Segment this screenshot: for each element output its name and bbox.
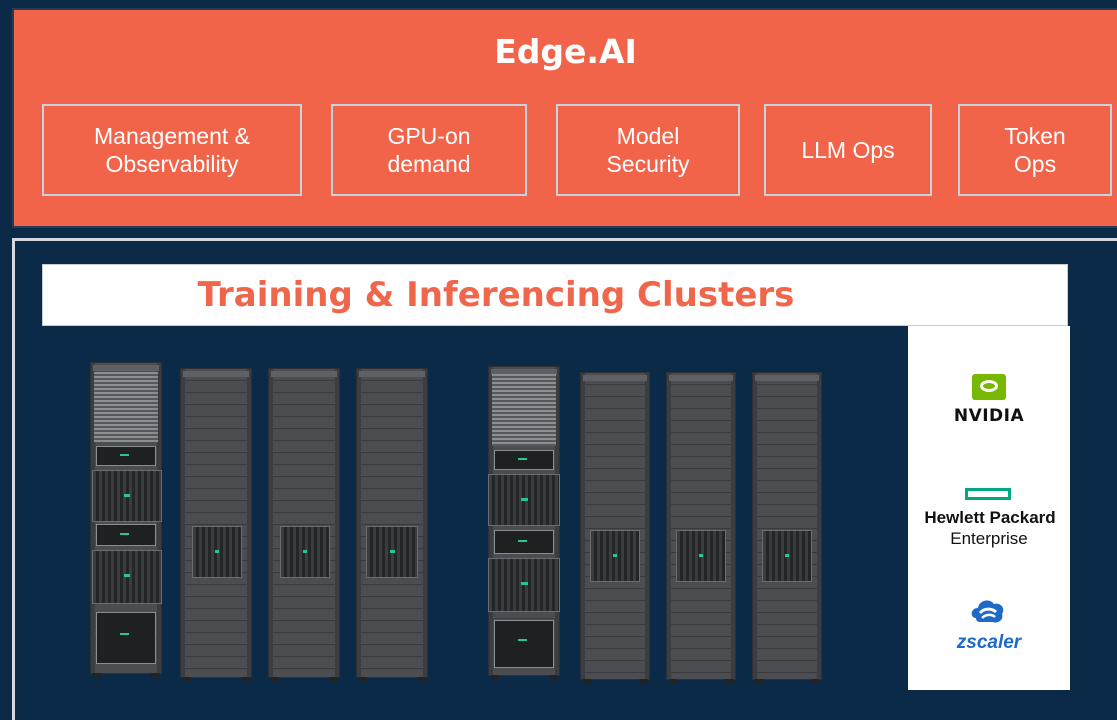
compute-rack-7 bbox=[666, 372, 736, 683]
zscaler-logo-text: zscaler bbox=[956, 632, 1022, 653]
server-node bbox=[494, 530, 554, 554]
hpe-logo-icon bbox=[965, 488, 1011, 500]
capability-token-ops: Token Ops bbox=[958, 104, 1112, 196]
capability-management-observability: Management & Observability bbox=[42, 104, 302, 196]
gpu-server bbox=[488, 558, 560, 612]
compute-rack-8 bbox=[752, 372, 822, 683]
clusters-title-box: Training & Inferencing Clusters bbox=[42, 264, 1068, 326]
network-switch bbox=[94, 372, 158, 442]
gpu-server bbox=[192, 526, 242, 578]
server-node bbox=[96, 446, 156, 466]
gpu-server bbox=[488, 474, 560, 526]
capability-llm-ops: LLM Ops bbox=[764, 104, 932, 196]
compute-rack-3 bbox=[268, 368, 340, 681]
capability-model-security: Model Security bbox=[556, 104, 740, 196]
server-node bbox=[494, 620, 554, 668]
zscaler-cloud-icon bbox=[971, 600, 1004, 623]
server-node bbox=[96, 612, 156, 664]
compute-rack-2 bbox=[180, 368, 252, 681]
nvidia-logo-icon bbox=[972, 374, 1006, 400]
server-node bbox=[494, 450, 554, 470]
edge-ai-title: Edge.AI bbox=[494, 32, 637, 71]
gpu-server bbox=[92, 550, 162, 604]
server-node bbox=[96, 524, 156, 546]
capability-gpu-on-demand: GPU-on demand bbox=[331, 104, 527, 196]
gpu-server bbox=[366, 526, 418, 578]
clusters-title: Training & Inferencing Clusters bbox=[197, 275, 795, 315]
partner-logos: NVIDIA Hewlett Packard Enterprise zscale… bbox=[908, 326, 1070, 690]
nvidia-logo-text: NVIDIA bbox=[953, 406, 1025, 426]
gpu-server bbox=[92, 470, 162, 522]
compute-rack-6 bbox=[580, 372, 650, 683]
gpu-server bbox=[676, 530, 726, 582]
edge-ai-panel: Edge.AI bbox=[12, 8, 1117, 228]
gpu-server bbox=[762, 530, 812, 582]
hpe-logo-text-line1: Hewlett Packard bbox=[924, 508, 1056, 527]
hpe-logo-text-line2: Enterprise bbox=[950, 529, 1028, 548]
gpu-server bbox=[590, 530, 640, 582]
network-switch bbox=[492, 374, 556, 446]
compute-rack-4 bbox=[356, 368, 428, 681]
gpu-server bbox=[280, 526, 330, 578]
